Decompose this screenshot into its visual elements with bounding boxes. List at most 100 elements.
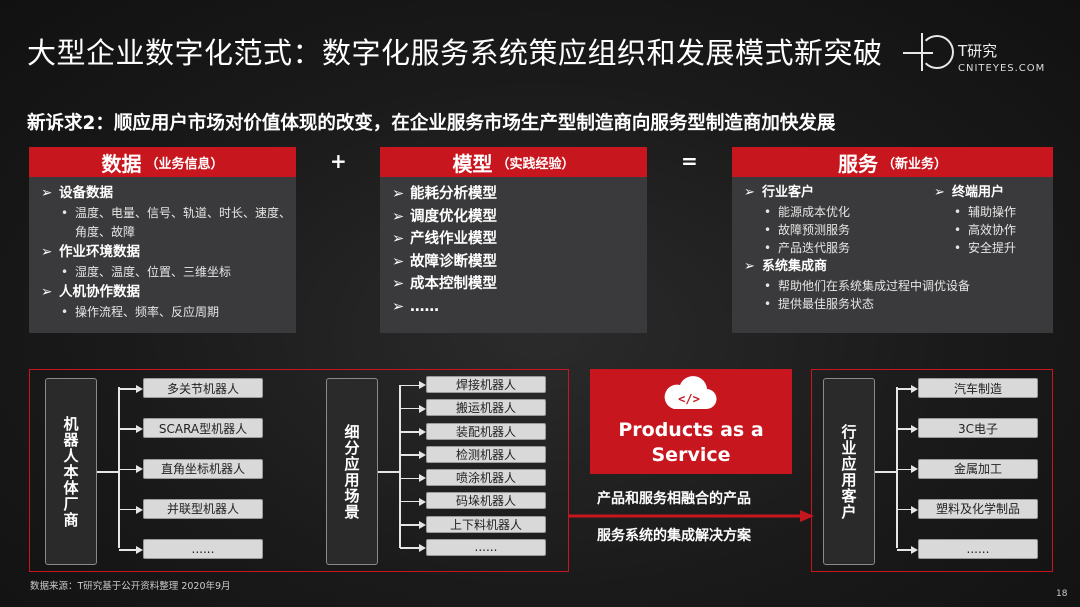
list-subitem: 产品迭代服务 <box>744 239 970 257</box>
arrow-bullet-icon: ➢ <box>392 208 405 225</box>
list-subitem: 湿度、温度、位置、三维坐标 <box>41 263 291 282</box>
list-subitem: 高效协作 <box>934 221 1016 239</box>
service-card-title: 服务 <box>837 151 878 176</box>
connector-line <box>119 388 136 390</box>
arrow-head-icon <box>136 384 143 393</box>
list-item: ➢调度优化模型 <box>392 206 497 229</box>
arrow-head-icon <box>419 544 426 552</box>
arrow-head-icon <box>911 545 918 554</box>
scenario-node: 上下料机器人 <box>426 515 546 533</box>
paas-title: Products as a Service <box>618 419 764 466</box>
arrow-head-icon <box>911 384 918 393</box>
model-card-title: 模型 <box>452 151 493 176</box>
scenario-node: 装配机器人 <box>426 422 546 440</box>
flow-arrow-icon <box>568 510 814 522</box>
arrow-head-icon <box>419 427 426 436</box>
connector-line <box>118 387 120 548</box>
arrow-head-icon <box>136 465 143 474</box>
connector-line <box>97 471 119 473</box>
connector-line <box>119 468 136 470</box>
arrow-head-icon <box>911 425 918 433</box>
arrow-head-icon <box>419 474 426 483</box>
industry-node: ...... <box>918 539 1038 559</box>
scenarios-box: 细分应用场景 <box>326 378 378 565</box>
plus-sign: + <box>330 149 347 173</box>
demand-side-frame <box>811 369 1053 572</box>
robot-type-node: 多关节机器人 <box>143 378 263 398</box>
robot-type-node: SCARA型机器人 <box>143 418 263 439</box>
list-subitem: 安全提升 <box>934 239 1016 257</box>
connector-line <box>378 471 400 473</box>
arrow-head-icon <box>136 505 143 514</box>
industry-node: 汽车制造 <box>918 378 1038 398</box>
list-item: ➢…… <box>392 296 497 319</box>
robot-makers-label: 机器人本体厂商 <box>61 415 80 528</box>
connector-line <box>400 431 419 433</box>
list-item: ➢作业环境数据 <box>41 242 291 263</box>
connector-line <box>897 428 911 430</box>
connector-line <box>119 508 136 511</box>
arrow-head-icon <box>136 545 143 554</box>
connector-line <box>400 547 419 549</box>
list-subitem: 故障预测服务 <box>744 221 970 239</box>
connector-line <box>119 549 136 551</box>
page-title: 大型企业数字化范式：数字化服务系统策应组织和发展模式新突破 <box>27 36 883 70</box>
list-subitem: 能源成本优化 <box>744 203 970 221</box>
industry-customers-box: 行业应用客户 <box>823 378 875 565</box>
connector-line <box>897 549 911 551</box>
connector-line <box>897 468 911 470</box>
arrow-head-icon <box>419 381 426 390</box>
service-card-subtitle: （新业务） <box>881 156 947 172</box>
data-card-subtitle: （业务信息） <box>145 156 224 172</box>
list-item: ➢成本控制模型 <box>392 273 497 296</box>
robot-type-node: 并联型机器人 <box>143 498 263 519</box>
list-item: ➢系统集成商 <box>744 257 970 277</box>
list-item: ➢设备数据 <box>41 183 291 204</box>
arrow-bullet-icon: ➢ <box>392 231 405 247</box>
service-enduser-list: ➢终端用户 辅助操作 高效协作 安全提升 <box>934 183 1016 257</box>
page-subtitle: 新诉求2：顺应用户市场对价值体现的改变，在企业服务市场生产型制造商向服务型制造商… <box>27 113 836 134</box>
arrow-bullet-icon: ➢ <box>41 244 53 260</box>
scenario-node: 搬运机器人 <box>426 399 546 417</box>
service-card-header: 服务 （新业务） <box>732 147 1053 177</box>
industry-node: 塑料及化学制品 <box>918 498 1038 519</box>
list-subitem: 温度、电量、信号、轨道、时长、速度、 <box>41 204 291 223</box>
connector-line <box>399 385 401 548</box>
cloud-code-icon: </> <box>664 376 717 410</box>
connector-line <box>875 471 897 473</box>
connector-line <box>119 428 136 430</box>
connector-line <box>400 407 419 410</box>
list-item: ➢能耗分析模型 <box>392 183 497 206</box>
arrow-head-icon <box>136 425 143 433</box>
connector-line <box>400 454 419 456</box>
scenario-node: 码垛机器人 <box>426 492 546 510</box>
logo-mark-icon <box>920 33 954 71</box>
paas-label-product: 产品和服务相融合的产品 <box>597 491 751 507</box>
scenario-node: 焊接机器人 <box>426 376 546 393</box>
data-card-title: 数据 <box>101 151 142 176</box>
data-card-header: 数据 （业务信息） <box>29 147 296 177</box>
list-subitem: 角度、故障 <box>75 225 136 239</box>
connector-line <box>896 387 898 548</box>
arrow-head-icon <box>419 451 426 459</box>
list-subitem: 操作流程、频率、反应周期 <box>41 303 291 322</box>
connector-line <box>400 384 419 386</box>
connector-line <box>400 477 419 479</box>
connector-line <box>400 524 419 526</box>
arrow-head-icon <box>419 520 426 529</box>
scenarios-label: 细分应用场景 <box>342 423 361 520</box>
robot-type-node: 直角坐标机器人 <box>143 458 263 479</box>
source-note: 数据来源：T研究基于公开资料整理 2020年9月 <box>30 581 231 592</box>
list-subitem: 提供最佳服务状态 <box>744 295 970 313</box>
model-card-subtitle: （实践经验） <box>496 156 575 172</box>
page-number: 18 <box>1056 589 1068 599</box>
arrow-bullet-icon: ➢ <box>392 186 405 202</box>
arrow-bullet-icon: ➢ <box>41 185 53 201</box>
list-item: ➢故障诊断模型 <box>392 251 497 274</box>
list-item: ➢行业客户 <box>744 183 970 203</box>
connector-line <box>897 508 911 511</box>
scenario-node: 检测机器人 <box>426 445 546 463</box>
data-list: ➢设备数据 温度、电量、信号、轨道、时长、速度、 角度、故障 ➢作业环境数据 湿… <box>41 183 291 322</box>
arrow-bullet-icon: ➢ <box>744 259 755 274</box>
logo-text: T研究 <box>958 42 998 60</box>
